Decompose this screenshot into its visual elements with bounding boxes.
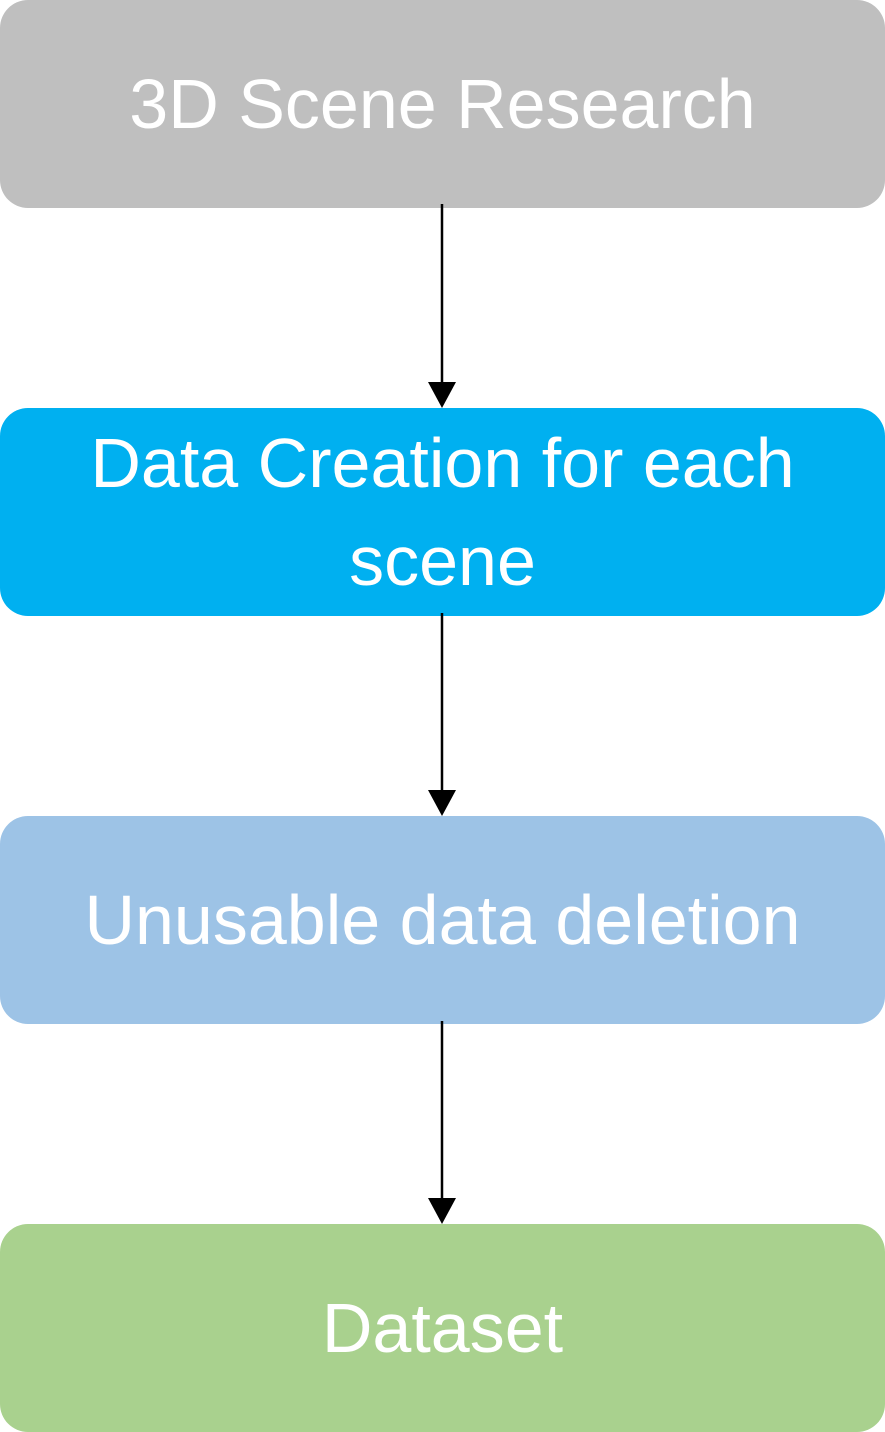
flow-arrow-3 [428, 1021, 456, 1224]
step-label: Unusable data deletion [84, 881, 801, 959]
step-dataset: Dataset [0, 1224, 885, 1432]
step-label: Data Creation for each scene [90, 424, 795, 600]
step-3d-scene-research: 3D Scene Research [0, 0, 885, 208]
flow-arrow-1 [428, 204, 456, 408]
step-data-creation: Data Creation for each scene [0, 408, 885, 616]
step-unusable-data-deletion: Unusable data deletion [0, 816, 885, 1024]
step-label: Dataset [321, 1289, 564, 1367]
flow-arrow-2 [428, 613, 456, 816]
step-label: 3D Scene Research [129, 65, 756, 143]
